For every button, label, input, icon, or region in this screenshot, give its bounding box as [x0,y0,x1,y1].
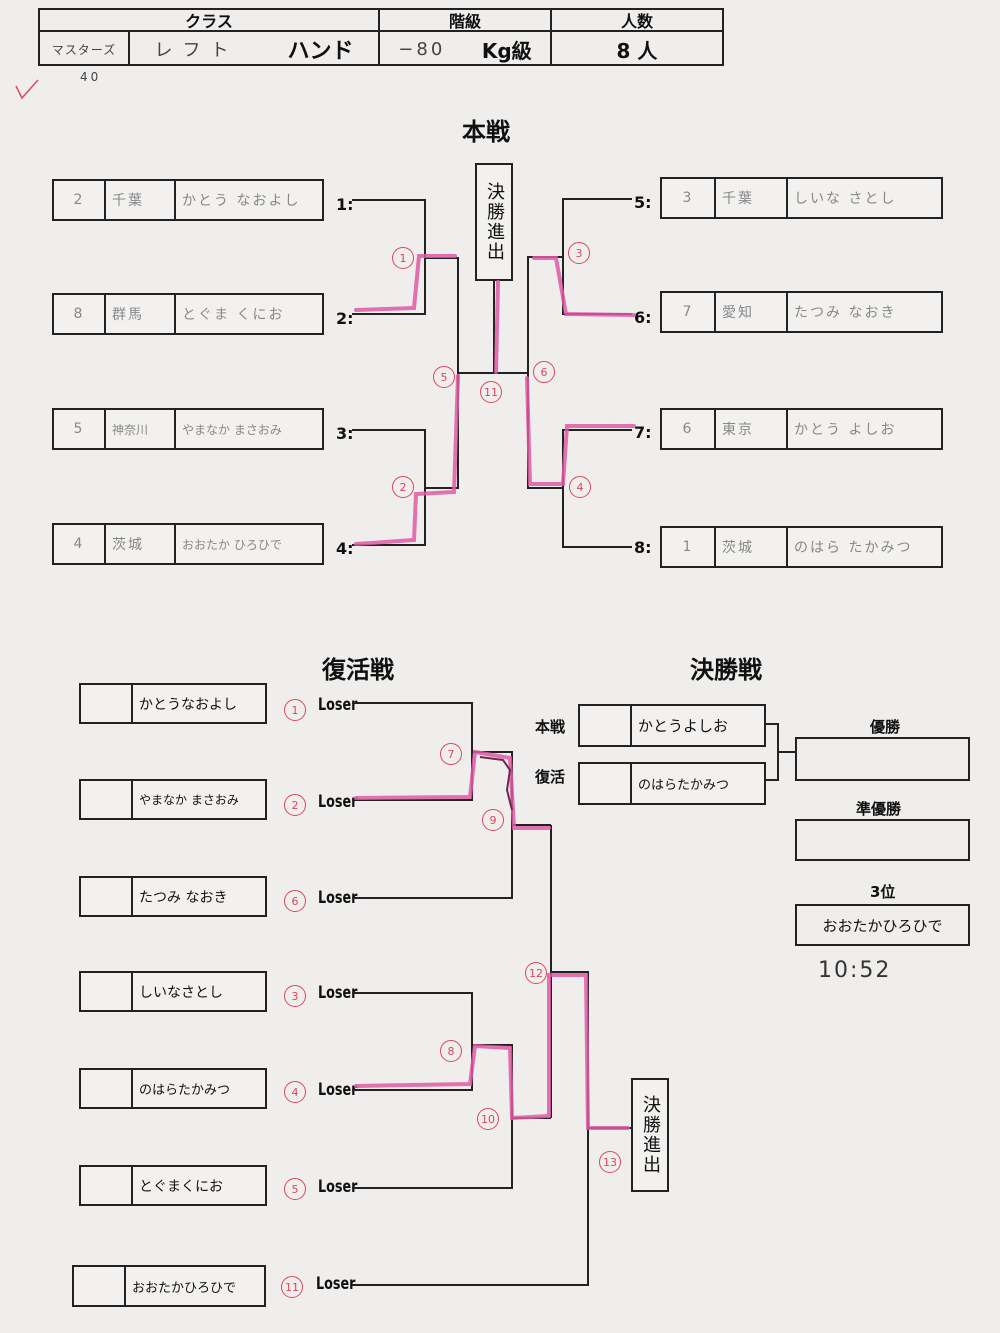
check-mark-icon [15,79,39,100]
rep-from-5: 4 [284,1081,306,1103]
winner-label: 優勝 [870,718,901,736]
main-right-entry-7: 6 東京 かとう よしお [660,408,943,450]
slot-5: 5: [634,193,652,212]
rep-entry-4: しいなさとし [79,971,267,1012]
match-4: 4 [569,476,591,498]
match-5: 5 [433,366,455,388]
main-final-advance-box: 決勝進出 [475,163,513,281]
rep-from-4: 3 [284,985,306,1007]
match-2: 2 [392,476,414,498]
rep-from-6: 5 [284,1178,306,1200]
slot-1: 1: [336,195,354,214]
match-6: 6 [533,361,555,383]
rep-from-2: 2 [284,794,306,816]
main-right-entry-5: 3 千葉 しいな さとし [660,177,943,219]
slot-4: 4: [336,539,354,558]
final-rep-label: 復活 [535,768,566,786]
rep-entry-7: おおたかひろひで [72,1265,266,1307]
class-value-masters: マスターズ [51,42,117,57]
rep-entry-3: たつみ なおき [79,876,267,917]
final-title: 決勝戦 [690,656,762,684]
header-table: クラス 階級 人数 マスターズ レフト ハンド −80 Kg級 8 人 [38,8,724,66]
rep-entry-5: のはらたかみつ [79,1068,267,1109]
rep-entry-2: やまなか まさおみ [79,779,267,820]
grade-value-unit: Kg級 [481,38,532,63]
main-left-entry-3: 5 神奈川 やまなか まさおみ [52,408,324,450]
match-7: 7 [440,743,462,765]
rep-from-3: 6 [284,890,306,912]
slot-6: 6: [634,308,652,327]
main-right-entry-8: 1 茨城 のはら たかみつ [660,526,943,568]
rep-from-7: 11 [281,1276,303,1298]
class-value-left: レフト [154,40,239,61]
main-left-entry-2: 8 群馬 とぐま くにお [52,293,324,335]
class-sub-40: 40 [80,70,102,84]
match-8: 8 [440,1040,462,1062]
slot-7: 7: [634,423,652,442]
main-right-entry-6: 7 愛知 たつみ なおき [660,291,943,333]
match-13: 13 [599,1151,621,1173]
loser-label-7: Loser [316,1274,356,1294]
repechage-title: 復活戦 [322,656,394,684]
slot-8: 8: [634,538,652,557]
match-11: 11 [480,381,502,403]
final-rep-entry: のはらたかみつ [578,762,766,805]
third-place-box: おおたかひろひで [795,904,970,946]
class-value-hand: ハンド [287,39,354,64]
rep-entry-1: かとうなおよし [79,683,267,724]
rep-final-advance-box: 決勝進出 [631,1078,669,1192]
third-place-label: 3位 [870,883,896,901]
time-note: 10:52 [818,958,892,983]
match-9: 9 [482,809,504,831]
rep-from-1: 1 [284,699,306,721]
slot-2: 2: [336,309,354,328]
match-3: 3 [568,242,590,264]
grade-header: 階級 [448,12,481,31]
runner-up-label: 準優勝 [856,800,902,818]
count-value: 8 人 [616,38,658,63]
winner-box [795,737,970,781]
loser-label-2: Loser [318,792,358,812]
loser-label-4: Loser [318,983,358,1003]
main-left-entry-1: 2 千葉 かとう なおよし [52,179,324,221]
loser-label-6: Loser [318,1177,358,1197]
runner-up-box [795,819,970,861]
main-left-entry-4: 4 茨城 おおたか ひろひで [52,523,324,565]
match-1: 1 [392,247,414,269]
final-main-label: 本戦 [535,718,566,736]
match-10: 10 [477,1108,499,1130]
grade-value-number: −80 [398,38,446,60]
main-bracket-title: 本戦 [462,118,510,146]
class-header: クラス [185,12,233,31]
match-12: 12 [525,962,547,984]
loser-label-5: Loser [318,1080,358,1100]
rep-entry-6: とぐまくにお [79,1165,267,1206]
loser-label-3: Loser [318,888,358,908]
final-main-entry: かとうよしお [578,704,766,747]
count-header: 人数 [620,12,653,31]
slot-3: 3: [336,424,354,443]
loser-label-1: Loser [318,695,358,715]
